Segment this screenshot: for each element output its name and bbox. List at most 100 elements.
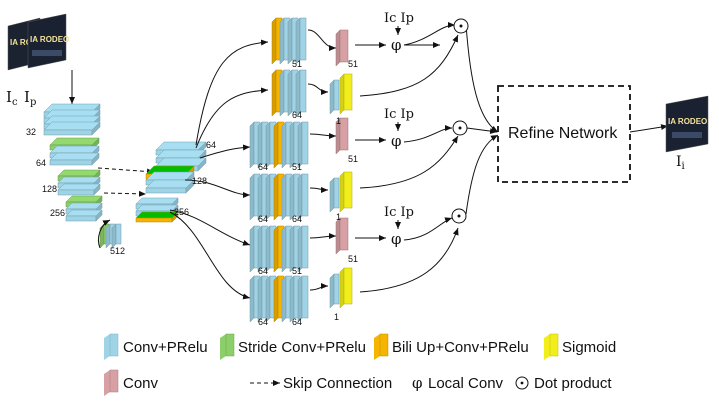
dot-product-1 <box>453 18 469 34</box>
branch-1-label-0: 51 <box>292 59 302 69</box>
branch-layer <box>271 17 283 65</box>
svg-text:Local Conv: Local Conv <box>428 375 504 392</box>
branch-conv-prelu <box>329 177 340 213</box>
enc-512-layer <box>111 223 122 249</box>
dec-128-layer <box>145 179 195 194</box>
decoder-branch-arrows <box>169 39 269 300</box>
branch-sigmoid <box>339 73 353 115</box>
svg-text:Bili Up+Conv+PRelu: Bili Up+Conv+PRelu <box>392 339 529 356</box>
branch-3-label-0: 64 <box>258 162 268 172</box>
branch-layer <box>279 69 291 117</box>
refine-network-label: Refine Network <box>508 125 618 142</box>
branch-layer <box>289 225 301 273</box>
branch-layer <box>297 121 309 169</box>
branch-layer <box>297 275 309 323</box>
dot-product-2 <box>452 120 468 136</box>
branches <box>249 17 353 323</box>
branch-4-label-1: 64 <box>292 214 302 224</box>
legend-dot-product: Dot product <box>515 375 612 392</box>
branch-layer <box>265 275 277 323</box>
branch-conv <box>335 217 349 255</box>
legend-sigmoid: Sigmoid <box>544 333 616 360</box>
dec-256-up <box>135 211 179 223</box>
encoder <box>43 103 122 249</box>
enc-32-layer <box>43 121 101 136</box>
branch-layer <box>265 121 277 169</box>
branch-6-label-1: 64 <box>292 317 302 327</box>
branch-layer <box>249 275 261 323</box>
svg-text:Sigmoid: Sigmoid <box>562 339 616 356</box>
local-conv-symbol-3: φ <box>391 230 402 248</box>
branch-layer <box>297 225 309 273</box>
branch-3-end-label: 51 <box>348 154 358 164</box>
input-image-ip: IA RODEO <box>27 13 69 69</box>
branch-3-label-1: 51 <box>292 162 302 172</box>
branch-sigmoid <box>339 171 353 213</box>
branch-conv-prelu <box>329 79 340 115</box>
icip-label-3: Ic Ip <box>384 205 414 220</box>
svg-text:Conv+PRelu: Conv+PRelu <box>123 339 208 356</box>
svg-text:IA RODEO: IA RODEO <box>30 35 69 44</box>
branch-layer <box>273 275 285 323</box>
branch-layer <box>257 121 269 169</box>
enc-64-layer <box>49 152 100 166</box>
branch-layer <box>289 121 301 169</box>
dec-label-64: 64 <box>206 140 216 150</box>
branch-4-label-0: 64 <box>258 214 268 224</box>
branch-layer <box>287 69 299 117</box>
legend-local-conv: φ Local Conv <box>412 374 504 392</box>
input-label-ip: Ip <box>24 88 36 108</box>
branch-layer <box>295 69 307 117</box>
svg-text:Conv: Conv <box>123 375 159 392</box>
branch-6-label-0: 64 <box>258 317 268 327</box>
branch-6-end-label: 1 <box>334 312 339 322</box>
enc-label-512: 512 <box>110 246 125 256</box>
branch-4 <box>249 171 353 221</box>
enc-label-256: 256 <box>50 208 65 218</box>
legend-skip-connection: Skip Connection <box>250 375 392 392</box>
branch-layer <box>281 225 293 273</box>
output-label: Ii <box>676 154 685 172</box>
svg-text:φ: φ <box>412 374 423 392</box>
branch-layer <box>273 121 285 169</box>
branch-conv <box>335 29 349 67</box>
enc-256-layer <box>65 209 103 222</box>
dec-label-256: 256 <box>174 207 189 217</box>
decoder <box>135 141 207 223</box>
branch-1-end-label: 51 <box>348 59 358 69</box>
svg-text:Stride Conv+PRelu: Stride Conv+PRelu <box>238 339 366 356</box>
branch-layer <box>289 275 301 323</box>
branch-sigmoid <box>339 267 353 309</box>
dot-product-3 <box>451 208 467 224</box>
icip-label-1: Ic Ip <box>384 11 414 26</box>
branch-2 <box>271 69 353 117</box>
legend-conv-prelu: Conv+PRelu <box>104 333 208 360</box>
output-image: IA RODEO <box>665 95 709 153</box>
branch-layer <box>281 173 293 221</box>
branch-layer <box>295 17 307 65</box>
legend: Conv+PRelu Stride Conv+PRelu Bili Up+Con… <box>104 333 616 396</box>
branch-3 <box>249 117 349 169</box>
branch-layer <box>297 173 309 221</box>
branch-5-end-label: 51 <box>348 254 358 264</box>
legend-bili-up: Bili Up+Conv+PRelu <box>374 333 529 360</box>
branch-layer <box>273 173 285 221</box>
icip-label-2: Ic Ip <box>384 107 414 122</box>
enc-label-32: 32 <box>26 127 36 137</box>
svg-text:IA RODEO: IA RODEO <box>668 117 707 126</box>
branch-layer <box>281 121 293 169</box>
local-conv-symbol-2: φ <box>391 132 402 150</box>
branch-conv <box>335 117 349 155</box>
branch-5-label-0: 64 <box>258 266 268 276</box>
skip-connection-128 <box>103 190 147 197</box>
svg-text:Dot product: Dot product <box>534 375 612 392</box>
branch-5 <box>249 217 349 273</box>
branch-2-end-label: 1 <box>336 116 341 126</box>
branch-layer <box>257 173 269 221</box>
branch-layer <box>265 173 277 221</box>
local-conv-operations <box>355 22 669 293</box>
branch-2-label-0: 64 <box>292 110 302 120</box>
enc-128-layer <box>57 183 101 196</box>
legend-conv: Conv <box>104 369 159 396</box>
branch-layer <box>249 173 261 221</box>
